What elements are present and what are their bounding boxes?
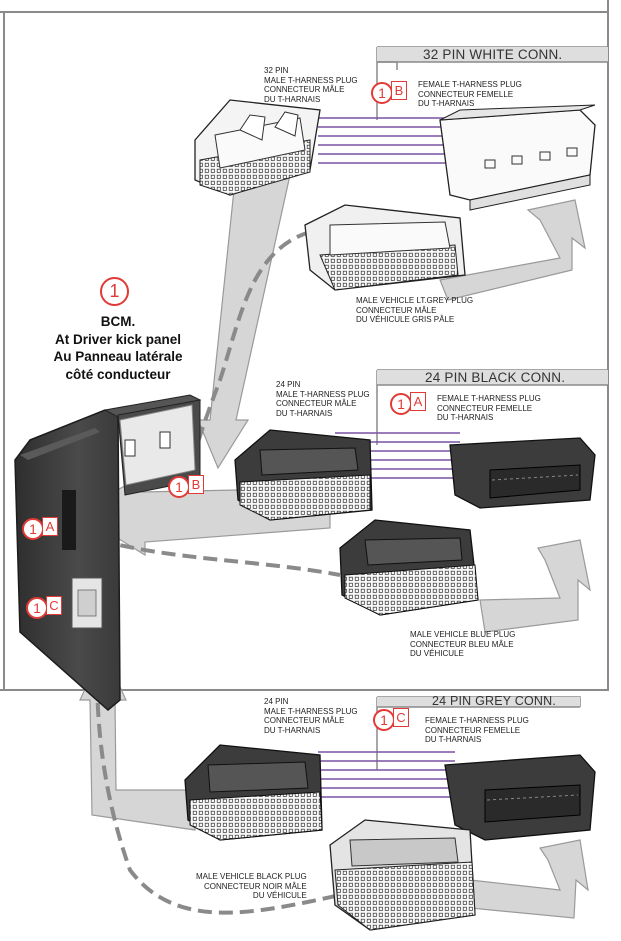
bcm-location-label: BCM. At Driver kick panel Au Panneau lat… <box>18 313 218 383</box>
harness-arrow-white <box>197 174 291 470</box>
badge-letter: A <box>410 392 426 411</box>
label-32pin-male-th: 32 PIN MALE T-HARNESS PLUG CONNECTEUR MÂ… <box>264 66 358 104</box>
label-vehicle-blue: MALE VEHICLE BLUE PLUG CONNECTEUR BLEU M… <box>410 630 516 658</box>
section-frame-black <box>376 369 608 445</box>
badge-number: 1 <box>168 476 190 498</box>
bcm-line-1: BCM. <box>100 314 136 329</box>
vehicle-arrow-grey <box>439 199 586 301</box>
header-24pin-black: 24 PIN BLACK CONN. <box>425 370 566 385</box>
badge-letter: C <box>393 708 409 727</box>
bcm-module <box>14 394 202 711</box>
badge-letter: B <box>391 81 407 100</box>
connector-24pin-male-th-grey <box>184 744 323 841</box>
vehicle-arrow-blue <box>479 539 591 633</box>
badge-number: 1 <box>373 709 395 731</box>
wires-white <box>318 117 455 164</box>
bcm-line-4: côté conducteur <box>65 366 171 382</box>
outer-frame <box>0 0 609 691</box>
label-24pin-male-th-black: 24 PIN MALE T-HARNESS PLUG CONNECTEUR MÂ… <box>276 380 370 418</box>
section-frame-grey <box>376 696 581 770</box>
connector-32pin-male-th <box>194 99 321 196</box>
label-24pin-female-th-black: FEMALE T-HARNESS PLUG CONNECTEUR FEMELLE… <box>437 394 541 422</box>
connector-vehicle-blue <box>339 519 479 616</box>
bcm-line-3: Au Panneau latérale <box>53 349 183 364</box>
connector-32pin-female-th <box>439 104 596 211</box>
header-24pin-grey: 24 PIN GREY CONN. <box>432 694 557 708</box>
badge-number: 1 <box>22 518 44 540</box>
label-vehicle-lt-grey: MALE VEHICLE LT.GREY PLUG CONNECTEUR MÂL… <box>356 296 474 324</box>
bcm-number-marker: 1 <box>100 277 129 306</box>
connector-24pin-female-th-grey <box>444 754 596 841</box>
header-32pin-white: 32 PIN WHITE CONN. <box>423 47 563 62</box>
connector-24pin-female-th-black <box>449 437 596 509</box>
bcm-line-2: At Driver kick panel <box>54 331 182 347</box>
label-vehicle-black: MALE VEHICLE BLACK PLUG CONNECTEUR NOIR … <box>196 872 307 900</box>
badge-letter: B <box>188 475 204 494</box>
badge-number: 1 <box>371 82 393 104</box>
label-24pin-female-th-grey: FEMALE T-HARNESS PLUG CONNECTEUR FEMELLE… <box>425 716 529 744</box>
connector-vehicle-lt-grey <box>304 204 466 291</box>
label-24pin-male-th-grey: 24 PIN MALE T-HARNESS PLUG CONNECTEUR MÂ… <box>264 697 358 735</box>
label-32pin-female-th: FEMALE T-HARNESS PLUG CONNECTEUR FEMELLE… <box>418 80 522 108</box>
vehicle-arrow-black <box>469 839 589 919</box>
badge-letter: C <box>46 596 62 615</box>
section-frame-white <box>376 46 608 120</box>
badge-number: 1 <box>26 597 48 619</box>
badge-letter: A <box>42 517 58 536</box>
connector-vehicle-black <box>329 819 476 931</box>
badge-number: 1 <box>390 393 412 415</box>
wires-grey <box>318 751 455 798</box>
connector-24pin-male-th-black <box>234 429 373 521</box>
